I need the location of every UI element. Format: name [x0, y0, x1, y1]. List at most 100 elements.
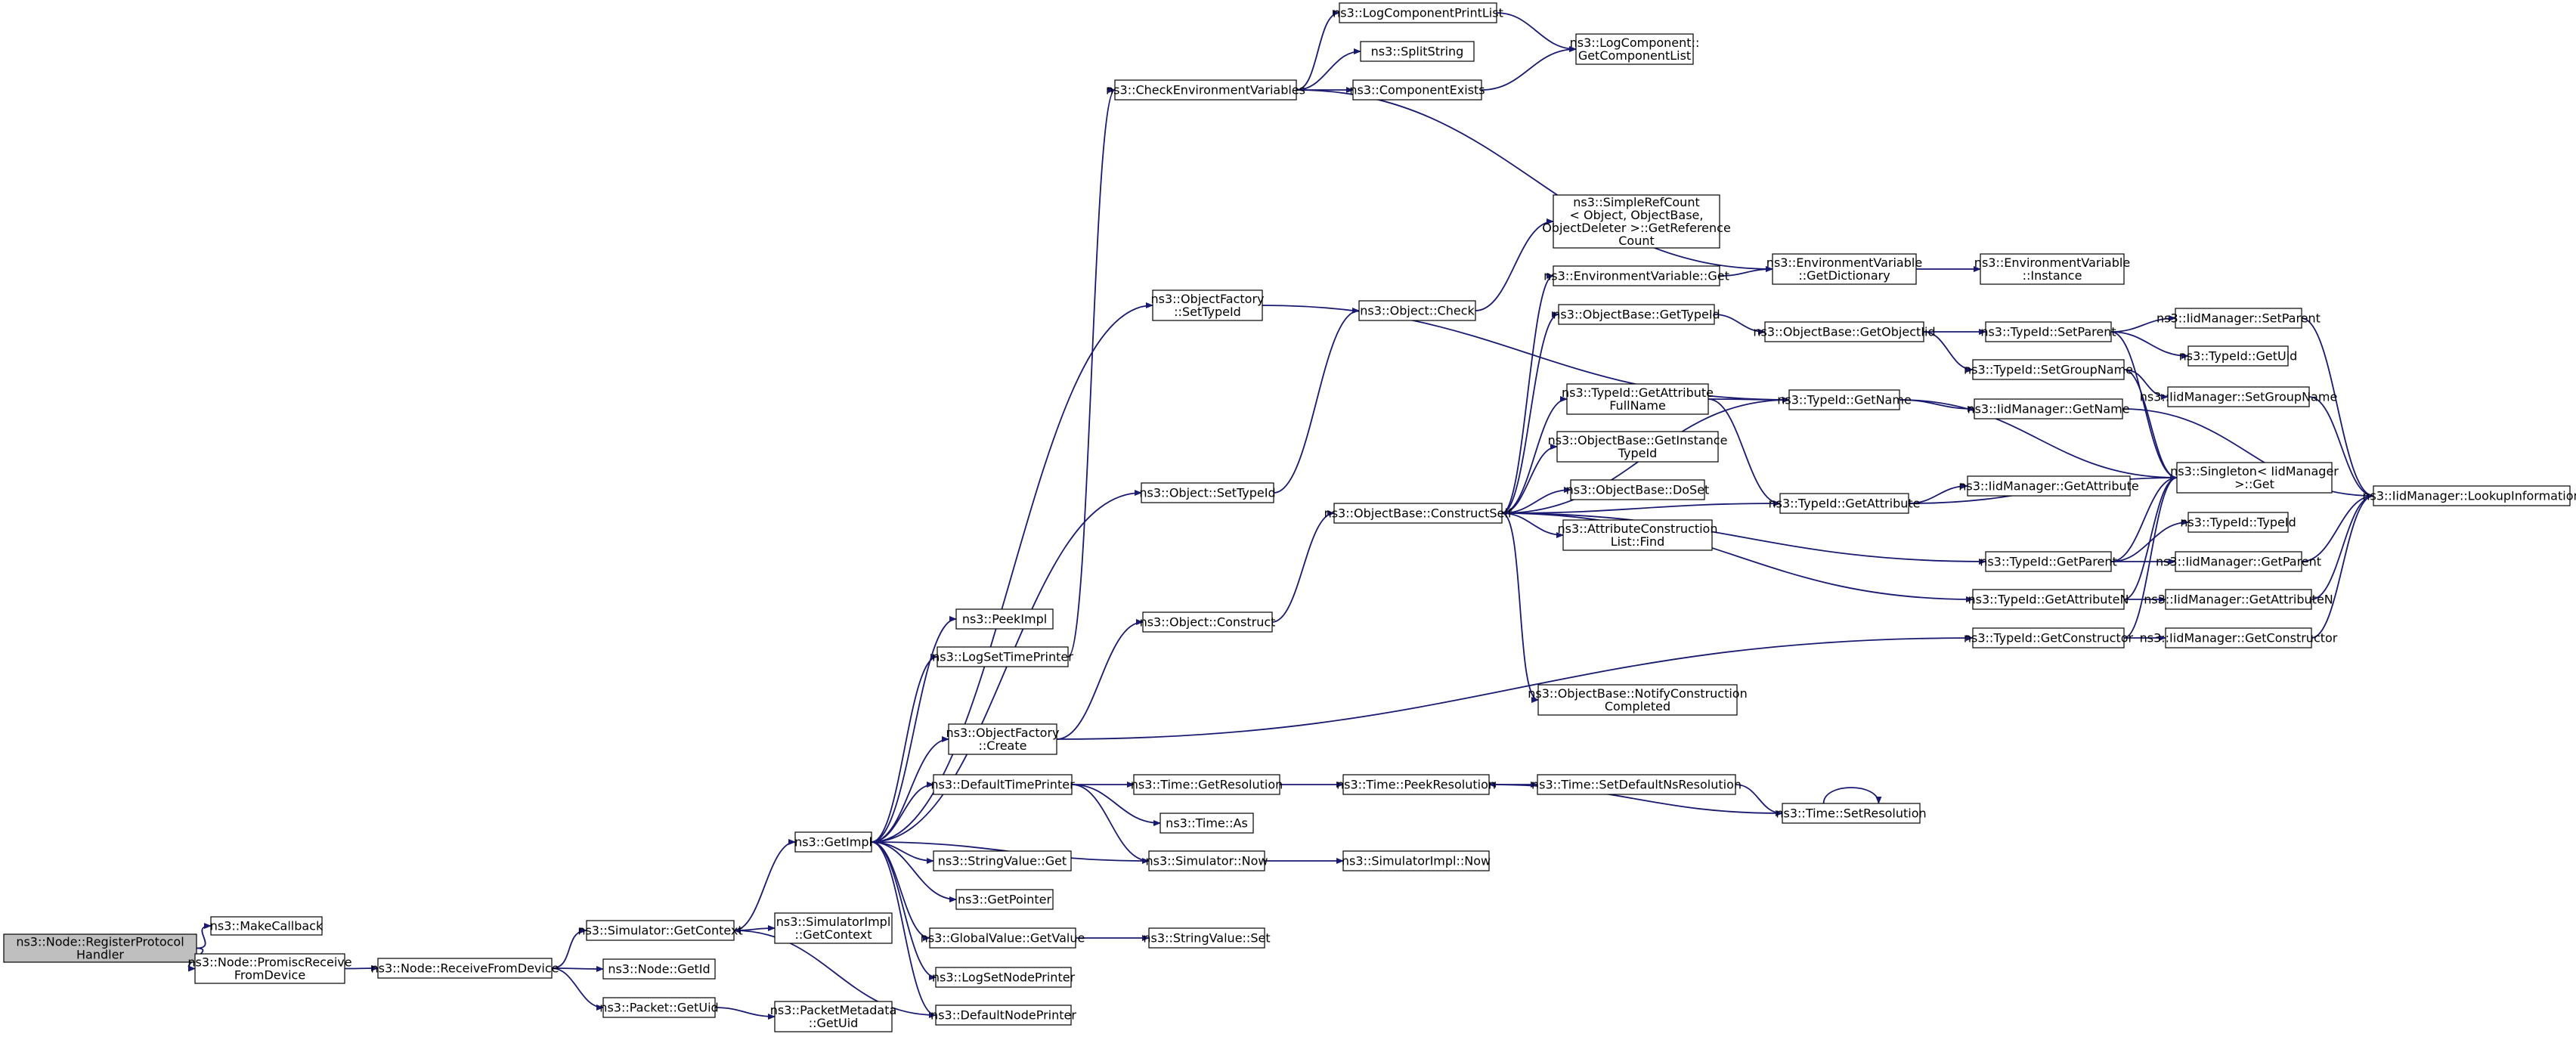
node-iid-get-attribute[interactable]: ns3::IidManager::GetAttribute — [1958, 475, 2139, 497]
node-global-value-get-value[interactable]: ns3::GlobalValue::GetValue — [921, 927, 1085, 949]
node-sim-now[interactable]: ns3::Simulator::Now — [1146, 850, 1268, 871]
node-box — [2175, 308, 2302, 329]
node-string-value-set[interactable]: ns3::StringValue::Set — [1143, 927, 1271, 949]
node-label: Handler — [76, 948, 124, 962]
node-box — [602, 958, 716, 980]
node-box — [1974, 398, 2123, 419]
node-type-id-set-parent[interactable]: ns3::TypeId::SetParent — [1980, 321, 2116, 342]
node-default-time-printer[interactable]: ns3::DefaultTimePrinter — [930, 774, 1075, 795]
node-box — [933, 850, 1072, 871]
node-label: ns3::Singleton< IidManager — [2170, 464, 2339, 478]
edge-type-id-get-attr-full-name-to-type-id-get-name — [1708, 396, 1790, 403]
node-default-node-printer[interactable]: ns3::DefaultNodePrinter — [930, 1004, 1076, 1026]
node-time-peek-resolution[interactable]: ns3::Time::PeekResolution — [1336, 774, 1496, 795]
node-object-check[interactable]: ns3::Object::Check — [1358, 300, 1476, 321]
node-singleton-get[interactable]: ns3::Singleton< IidManager>::Get — [2170, 462, 2339, 494]
node-box — [1764, 321, 1924, 342]
node-get-impl[interactable]: ns3::GetImpl — [794, 831, 872, 853]
node-component-exists[interactable]: ns3::ComponentExists — [1349, 79, 1485, 101]
node-split-string[interactable]: ns3::SplitString — [1360, 41, 1475, 62]
node-sim-impl-now[interactable]: ns3::SimulatorImpl::Now — [1342, 850, 1491, 871]
node-label: FullName — [1609, 398, 1666, 413]
node-box — [1142, 611, 1273, 633]
node-obj-base-notify[interactable]: ns3::ObjectBase::NotifyConstructionCompl… — [1528, 684, 1748, 716]
node-label: ns3::Object::Check — [1360, 304, 1475, 318]
node-type-id-get-name[interactable]: ns3::TypeId::GetName — [1777, 389, 1912, 410]
node-type-id-set-group-name[interactable]: ns3::TypeId::SetGroupName — [1964, 359, 2133, 380]
node-box — [1148, 927, 1265, 949]
node-packet-get-uid[interactable]: ns3::Packet::GetUid — [599, 997, 719, 1018]
node-label: ns3::TypeId::GetName — [1777, 393, 1912, 407]
node-sim-get-context[interactable]: ns3::Simulator::GetContext — [577, 920, 743, 941]
node-iid-set-parent[interactable]: ns3::IidManager::SetParent — [2156, 308, 2321, 329]
node-type-id-get-parent[interactable]: ns3::TypeId::GetParent — [1980, 551, 2117, 572]
node-type-id-get-uid[interactable]: ns3::TypeId::GetUid — [2179, 345, 2298, 367]
node-label: ::GetDictionary — [1798, 268, 1890, 283]
node-log-comp-get-list[interactable]: ns3::LogComponent::GetComponentList — [1570, 33, 1700, 65]
node-pkt-meta-get-uid[interactable]: ns3::PacketMetadata::GetUid — [770, 1001, 897, 1032]
node-obj-base-construct-self[interactable]: ns3::ObjectBase::ConstructSelf — [1324, 503, 1512, 524]
node-obj-base-get-type-id[interactable]: ns3::ObjectBase::GetTypeId — [1553, 304, 1720, 325]
node-label: ns3::TypeId::SetParent — [1980, 325, 2116, 339]
edge-obj-base-construct-self-to-attr-construction-list-find — [1501, 512, 1564, 538]
node-get-pointer[interactable]: ns3::GetPointer — [955, 889, 1054, 910]
node-log-set-time-printer[interactable]: ns3::LogSetTimePrinter — [932, 646, 1073, 667]
node-time-get-resolution[interactable]: ns3::Time::GetResolution — [1131, 774, 1283, 795]
node-simple-ref-count[interactable]: ns3::SimpleRefCount< Object, ObjectBase,… — [1542, 194, 1731, 249]
node-box — [1972, 589, 2125, 610]
node-box — [794, 831, 872, 853]
node-box — [1141, 482, 1274, 503]
node-receive-from[interactable]: ns3::Node::ReceiveFromDevice — [371, 958, 559, 979]
node-obj-factory-create[interactable]: ns3::ObjectFactory::Create — [946, 723, 1060, 755]
node-iid-set-group-name[interactable]: ns3::IidManager::SetGroupName — [2140, 386, 2338, 407]
node-object-construct[interactable]: ns3::Object::Construct — [1140, 611, 1276, 633]
node-iid-get-constructor[interactable]: ns3::IidManager::GetConstructor — [2140, 627, 2338, 649]
edge-get-impl-to-get-pointer — [871, 841, 957, 902]
node-label: ns3::ObjectFactory — [1151, 292, 1265, 306]
node-node-get-id[interactable]: ns3::Node::GetId — [602, 958, 716, 980]
node-check-env-vars[interactable]: ns3::CheckEnvironmentVariables — [1106, 79, 1305, 101]
node-iid-get-attribute-n[interactable]: ns3::IidManager::GetAttributeN — [2144, 589, 2333, 610]
node-box — [1575, 33, 1694, 65]
node-label: ObjectDeleter >::GetReference — [1542, 221, 1731, 235]
node-time-set-default-ns[interactable]: ns3::Time::SetDefaultNsResolution — [1531, 774, 1742, 795]
node-type-id-get-constructor[interactable]: ns3::TypeId::GetConstructor — [1964, 627, 2134, 649]
node-box — [1148, 850, 1265, 871]
edge-env-var-get-to-env-var-get-dict — [1719, 266, 1773, 277]
node-obj-base-get-object-iid[interactable]: ns3::ObjectBase::GetObjectIid — [1753, 321, 1936, 342]
edge-get-impl-to-default-time-printer — [871, 782, 934, 843]
node-make-callback[interactable]: ns3::MakeCallback — [210, 916, 324, 936]
node-label: ns3::PeekImpl — [962, 612, 1047, 627]
node-string-value-get[interactable]: ns3::StringValue::Get — [933, 850, 1072, 871]
node-label: ns3::IidManager::SetParent — [2156, 311, 2321, 326]
node-env-var-get[interactable]: ns3::EnvironmentVariable::Get — [1543, 265, 1729, 286]
node-iid-get-name[interactable]: ns3::IidManager::GetName — [1967, 398, 2130, 419]
edge-type-id-set-parent-to-iid-set-parent — [2110, 315, 2176, 333]
node-label: ns3::DefaultTimePrinter — [930, 778, 1075, 792]
node-label: ns3::TypeId::GetConstructor — [1964, 631, 2134, 645]
node-obj-factory-set-type-id[interactable]: ns3::ObjectFactory::SetTypeId — [1151, 289, 1265, 321]
node-env-var-instance[interactable]: ns3::EnvironmentVariable::Instance — [1974, 253, 2130, 285]
node-sim-impl-get-context[interactable]: ns3::SimulatorImpl::GetContext — [774, 912, 893, 944]
node-object-set-type-id[interactable]: ns3::Object::SetTypeId — [1139, 482, 1276, 503]
node-peek-impl[interactable]: ns3::PeekImpl — [955, 608, 1054, 630]
node-iid-get-parent[interactable]: ns3::IidManager::GetParent — [2156, 551, 2321, 572]
edge-type-id-get-constructor-to-singleton-get — [2123, 475, 2178, 639]
node-box — [194, 953, 345, 984]
node-env-var-get-dict[interactable]: ns3::EnvironmentVariable::GetDictionary — [1766, 253, 1922, 285]
node-type-id-type-id[interactable]: ns3::TypeId::TypeId — [2180, 512, 2296, 533]
node-time-set-resolution[interactable]: ns3::Time::SetResolution — [1776, 803, 1927, 824]
node-box — [586, 920, 735, 941]
node-obj-base-do-set[interactable]: ns3::ObjectBase::DoSet — [1566, 479, 1710, 500]
node-type-id-get-attribute[interactable]: ns3::TypeId::GetAttribute — [1768, 493, 1921, 514]
node-iid-lookup-information[interactable]: ns3::IidManager::LookupInformation — [2362, 485, 2576, 506]
node-log-comp-print-list[interactable]: ns3::LogComponentPrintList — [1333, 2, 1503, 23]
node-type-id-get-attribute-n[interactable]: ns3::TypeId::GetAttributeN — [1968, 589, 2129, 610]
node-log-set-node-printer[interactable]: ns3::LogSetNodePrinter — [932, 967, 1076, 988]
node-time-as[interactable]: ns3::Time::As — [1160, 813, 1254, 834]
